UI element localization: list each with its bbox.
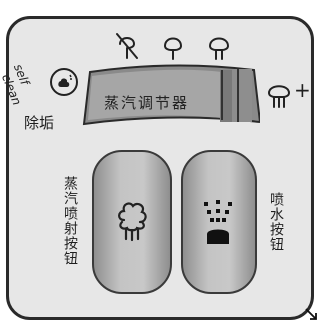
no-steam-icon — [116, 33, 138, 59]
water-spray-icon — [204, 200, 232, 244]
dial-label: 蒸汽调节器 — [104, 94, 190, 112]
steam-burst-button-label: 蒸汽喷射按钮 — [62, 176, 78, 266]
self-clean-text: self clean — [0, 62, 32, 108]
water-spray-button-label: 喷水按钮 — [268, 192, 284, 252]
descale-label: 除垢 — [24, 114, 55, 132]
steam-burst-icon — [118, 202, 147, 242]
steam-dial[interactable] — [82, 62, 260, 128]
steam-max-plus: + — [294, 78, 311, 102]
steam-burst-button[interactable] — [92, 150, 172, 294]
corner-arrow-icon — [305, 308, 317, 320]
self-clean-icon[interactable] — [48, 66, 80, 98]
steam-low-icon — [164, 37, 183, 60]
steam-max-icon — [268, 85, 291, 108]
steam-high-icon — [209, 37, 230, 60]
